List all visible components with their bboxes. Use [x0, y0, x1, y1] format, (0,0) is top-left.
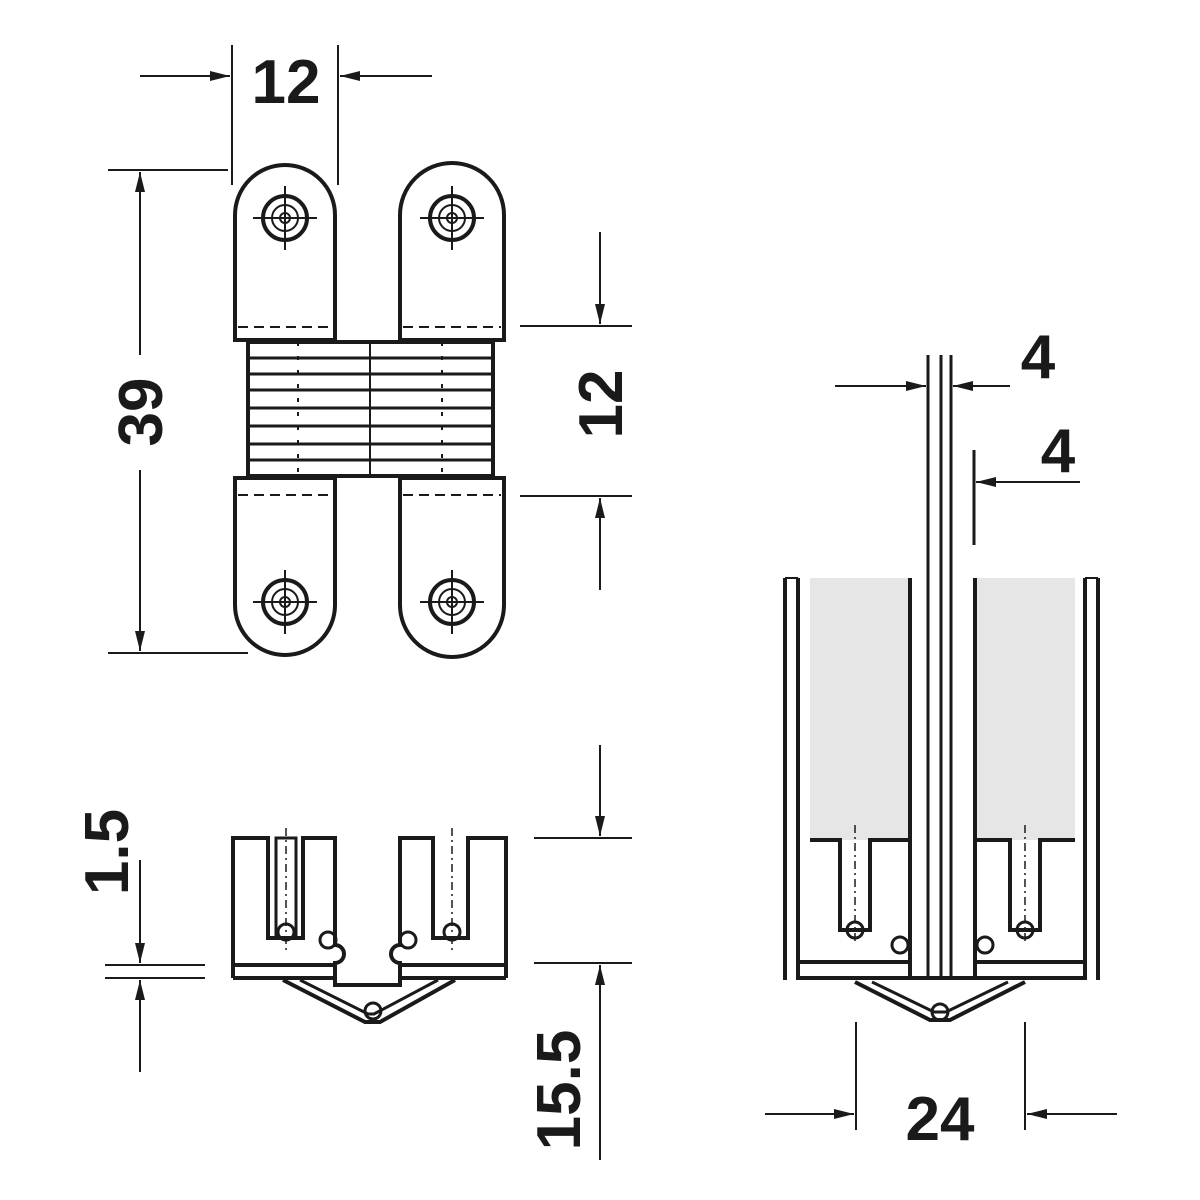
- hinge-body-outline: [231, 836, 508, 987]
- bore-left-fill: [810, 578, 910, 840]
- screw-hole-upper-left: [253, 186, 317, 250]
- bore-right-fill: [975, 578, 1075, 840]
- dim-top-offset-1: 4: [835, 323, 1056, 392]
- lower-right-leaf: [398, 476, 506, 659]
- lower-left-leaf: [233, 476, 337, 657]
- dim-label-top-offset-1: 4: [1021, 323, 1056, 392]
- upper-right-leaf: [398, 161, 506, 342]
- screw-hole-lower-right: [420, 570, 484, 634]
- dim-label-top-offset-2: 4: [1041, 417, 1076, 486]
- hinge-arm: [282, 978, 456, 1024]
- installed-section-view: 4 4 24: [765, 323, 1117, 1154]
- dim-top-offset-2: 4: [976, 417, 1080, 487]
- screw-hole-upper-right: [420, 186, 484, 250]
- hinge-front-view: 12 39 12: [107, 45, 636, 659]
- dim-label-top-width: 12: [252, 48, 321, 117]
- dim-depth: 15.5: [525, 745, 632, 1160]
- dim-middle-height: 12: [520, 232, 636, 590]
- dim-label-total-height: 39: [107, 378, 176, 447]
- dim-top-width: 12: [140, 45, 432, 185]
- dim-label-bore-width: 24: [906, 1085, 975, 1154]
- hinge-top-view: 1.5 15.5: [73, 745, 632, 1160]
- upper-left-leaf: [233, 163, 337, 342]
- screw-hole-lower-left: [253, 570, 317, 634]
- dim-total-height: 39: [107, 169, 248, 654]
- dim-label-middle-height: 12: [567, 370, 636, 439]
- dim-label-flange-thickness: 1.5: [73, 809, 142, 895]
- dim-label-depth: 15.5: [525, 1030, 594, 1151]
- knuckle-links: [246, 340, 495, 478]
- dim-bore-width: 24: [765, 1022, 1117, 1154]
- dim-flange-thickness: 1.5: [73, 809, 205, 1072]
